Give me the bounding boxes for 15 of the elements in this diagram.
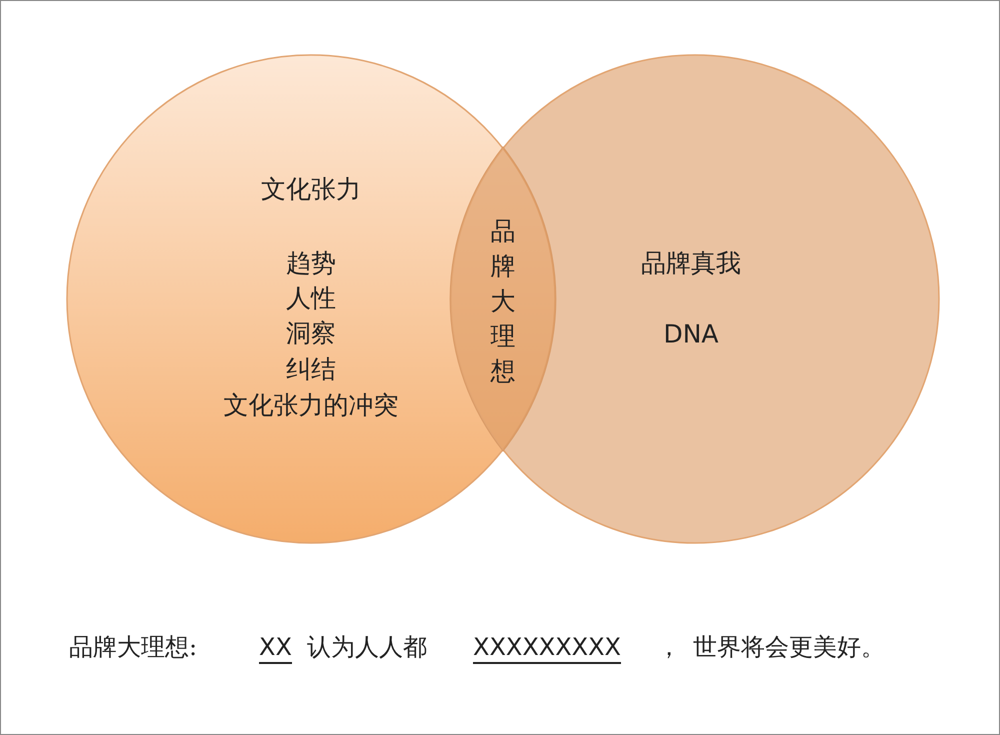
circle-item: 纠结 bbox=[286, 355, 336, 383]
circle-item: 趋势 bbox=[286, 249, 336, 277]
sentence-text: 认为人人都 bbox=[307, 633, 427, 662]
circle-heading: 品牌真我 bbox=[641, 249, 741, 277]
circle-item: DNA bbox=[663, 320, 719, 348]
circle-item: 人性 bbox=[286, 284, 336, 312]
fill-in-line: XXXXXXXXX bbox=[473, 633, 621, 664]
circle-heading: 文化张力 bbox=[261, 175, 361, 203]
overlap-label: 品牌大理想 bbox=[490, 216, 516, 388]
circle-item: 洞察 bbox=[286, 319, 336, 347]
sentence-text: 品牌大理想: bbox=[69, 633, 198, 662]
sentence-text: ， bbox=[657, 633, 681, 662]
sentence-text: 世界将会更美好。 bbox=[693, 633, 885, 662]
fill-in-line: XX bbox=[259, 633, 292, 664]
circle-item: 文化张力的冲突 bbox=[224, 391, 398, 419]
